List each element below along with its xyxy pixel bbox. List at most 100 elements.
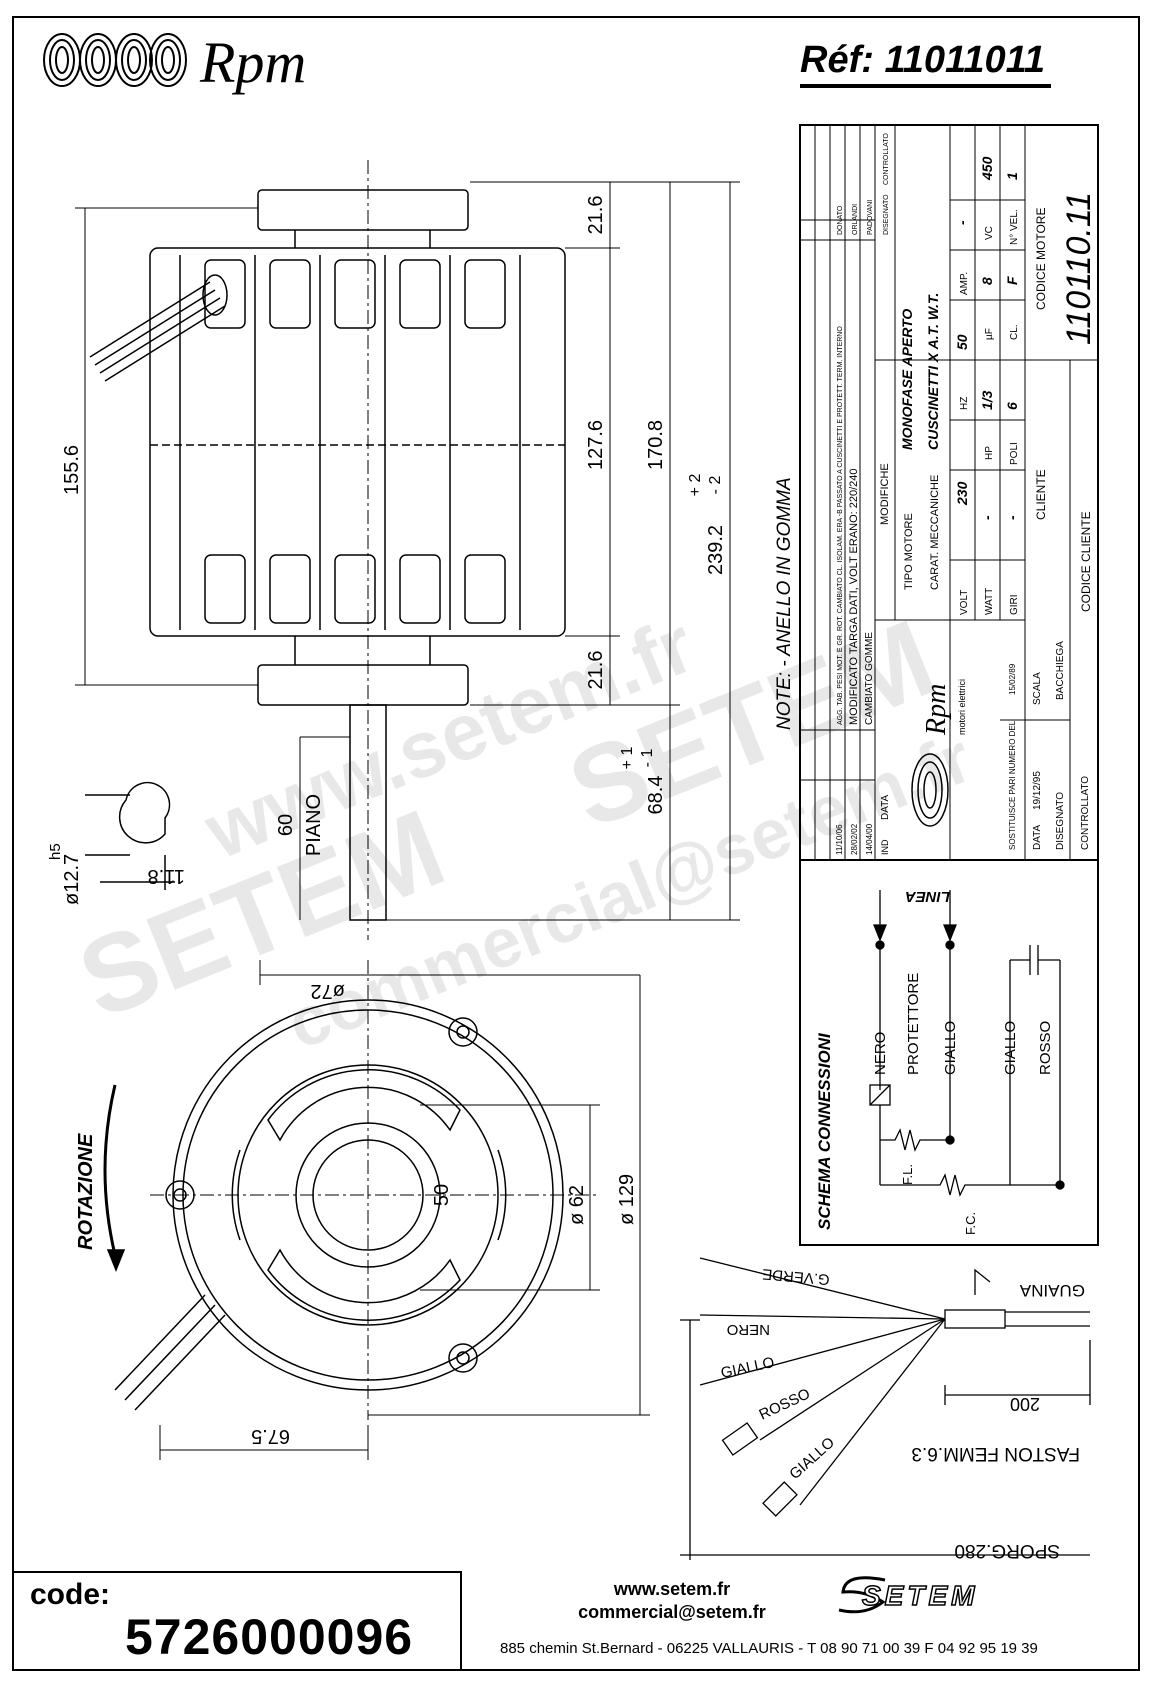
dim-68-4: 68.4 <box>645 776 667 815</box>
volt-value: 230 <box>954 481 970 506</box>
wiring-title: SCHEMA CONNESSIONI <box>815 1032 834 1230</box>
cl-value: F <box>1004 276 1020 285</box>
cable-g-verde: G.VERDE <box>762 1265 831 1288</box>
rev-header-ind: IND <box>880 839 890 855</box>
code-box <box>14 1571 462 1669</box>
rev-1-text: CAMBIATO GOMME <box>864 632 875 725</box>
dim-67-5: 67.5 <box>251 1425 290 1447</box>
hp-value: 1/3 <box>979 390 995 410</box>
company-address: 885 chemin St.Bernard - 06225 VALLAURIS … <box>500 1640 1038 1657</box>
rotation-label: ROTAZIONE <box>75 1133 97 1250</box>
wiring-nero: NERO <box>872 1032 889 1075</box>
wiring-giallo-2: GIALLO <box>1002 1021 1019 1075</box>
setem-swirl-icon <box>838 1576 886 1614</box>
side-cable <box>89 274 228 382</box>
setem-logo: SETEM <box>861 1579 979 1612</box>
hp-label: HP <box>984 446 995 460</box>
codice-motore-label: CODICE MOTORE <box>1034 208 1048 310</box>
rev-2-date: 28/02/02 <box>850 823 859 855</box>
dim-239-2-tol-minus: - 2 <box>707 476 724 495</box>
title-block-company-sub: motori elettrici <box>957 679 967 735</box>
dim-60: 60 <box>275 814 297 836</box>
tipo-motore-label: TIPO MOTORE <box>903 513 915 590</box>
side-view-note: NOTE: - ANELLO IN GOMMA <box>774 477 795 730</box>
code-value: 5726000096 <box>125 1609 414 1665</box>
rev-header-modifiche: MODIFICHE <box>879 463 891 525</box>
top-flange <box>257 189 469 231</box>
volt-label: VOLT <box>959 590 970 615</box>
disegnato-value: BACCHIEGA <box>1055 641 1066 700</box>
dim-21-6-bottom: 21.6 <box>585 651 607 690</box>
cooling-slots <box>179 255 521 630</box>
wiring-linea: LINEA <box>905 888 950 905</box>
controllato-label: CONTROLLATO <box>1080 776 1091 850</box>
contact-email[interactable]: commercial@setem.fr <box>578 1602 766 1622</box>
wiring-protettore: PROTETTORE <box>905 973 922 1075</box>
codice-cliente-label: CODICE CLIENTE <box>1079 511 1093 612</box>
uf-label: µF <box>984 328 995 340</box>
dim-11-8: 11.8 <box>148 865 185 887</box>
wiring-schema <box>869 890 1065 1197</box>
watt-value: - <box>979 515 995 520</box>
cl-label: CL. <box>1009 324 1020 340</box>
title-block <box>799 124 1099 1246</box>
data-label: DATA <box>1032 824 1043 850</box>
dim-127-6: 127.6 <box>585 420 607 470</box>
carat: CUSCINETTI X A.T. W.T. <box>925 293 941 450</box>
rotation-arrow <box>103 1084 117 1256</box>
disegnato-label: DISEGNATO <box>1055 792 1066 850</box>
rev-3-date: 11/10/06 <box>835 824 844 855</box>
cable-faston: FASTON FEMM.6.3 <box>911 1443 1080 1464</box>
code-label: code: <box>30 1578 111 1611</box>
poli-label: POLI <box>1009 442 1020 465</box>
motor-body <box>149 247 566 637</box>
rev-1-by: PADOVANI <box>867 200 874 235</box>
vc-value: 450 <box>979 156 995 181</box>
dim-shaft-tol: h5 <box>47 843 64 860</box>
dim-68-4-tol-minus: - 1 <box>639 749 656 768</box>
title-block-logo <box>911 753 949 827</box>
codice-motore: 110110.11 <box>1060 192 1098 345</box>
shaft-section <box>85 781 175 890</box>
carat-label: CARAT. MECCANICHE <box>929 475 941 590</box>
rev-3-by: DONATO <box>837 205 844 235</box>
vc-label: VC <box>984 226 995 240</box>
cable-200: 200 <box>1010 1394 1040 1414</box>
dim-68-4-tol-plus: + 1 <box>619 747 636 770</box>
rev-header-controllato: CONTROLLATO <box>883 133 890 185</box>
cliente-label: CLIENTE <box>1034 469 1048 520</box>
cable-rosso: ROSSO <box>757 1385 813 1423</box>
rev-header-data: DATA <box>880 794 891 820</box>
dim-dia-129: ø 129 <box>616 1174 638 1225</box>
wiring-rosso: ROSSO <box>1037 1021 1054 1075</box>
giri-label: GIRI <box>1009 594 1020 615</box>
wiring-giallo-1: GIALLO <box>942 1021 959 1075</box>
cable-giallo-2: GIALLO <box>786 1434 838 1483</box>
sostituisce: SOSTITUISCE PARI NUMERO DEL <box>1008 720 1017 850</box>
cable-giallo: GIALLO <box>719 1354 776 1382</box>
drawing-frame <box>12 16 1140 1671</box>
cable-detail <box>680 1257 1091 1560</box>
dim-155-6: 155.6 <box>61 445 83 495</box>
wiring-fl: F.L. <box>900 1164 915 1185</box>
dim-170-8: 170.8 <box>645 420 667 470</box>
rev-1-date: 14/04/00 <box>865 823 874 855</box>
contact-website[interactable]: www.setem.fr <box>613 1579 731 1599</box>
amp-value: - <box>954 220 970 225</box>
hz-value: 50 <box>954 334 970 350</box>
dim-50: 50 <box>431 1184 453 1206</box>
rev-header-disegnato: DISEGNATO <box>883 194 890 235</box>
data-value: 19/12/95 <box>1032 771 1043 810</box>
nvel-value: 1 <box>1004 172 1020 180</box>
dim-239-2: 239.2 <box>705 525 727 575</box>
rev-2-text: MODIFICATO TARGA DATI, VOLT ERANO: 220/2… <box>848 468 860 725</box>
dim-dia-62: ø 62 <box>566 1185 588 1225</box>
dim-dia-72: ø72 <box>311 980 345 1002</box>
sostituisce-date: 15/02/89 <box>1008 663 1017 695</box>
watt-label: WATT <box>984 588 995 615</box>
amp-label: AMP. <box>959 272 970 295</box>
wiring-fc: F.C. <box>963 1212 978 1235</box>
dim-239-2-tol-plus: + 2 <box>687 474 704 497</box>
tipo-motore: MONOFASE APERTO <box>899 309 915 450</box>
